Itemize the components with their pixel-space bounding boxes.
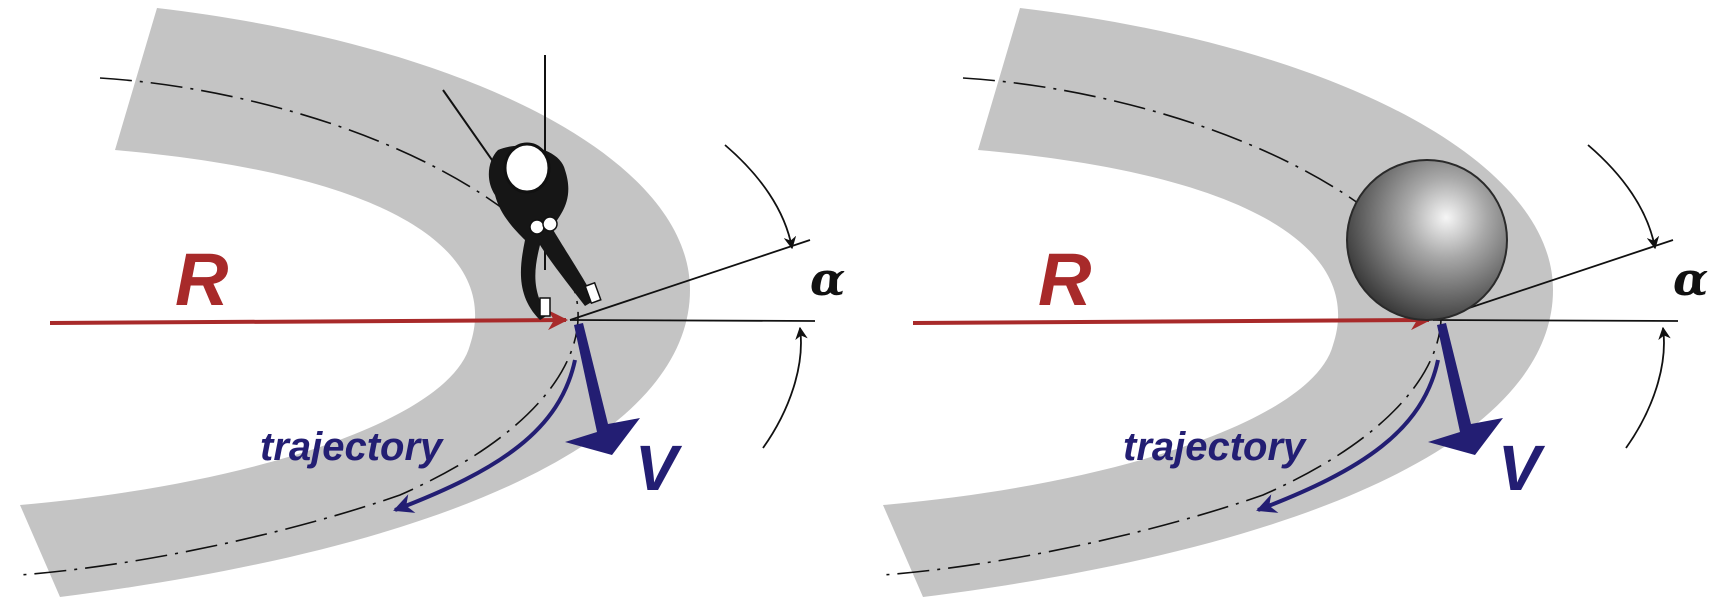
velocity-label: V	[635, 432, 683, 504]
reference-line	[1432, 319, 1679, 322]
radius-arrow	[912, 310, 1431, 331]
angle-arc-lower	[762, 326, 808, 449]
centerline	[882, 77, 1442, 576]
angle-arc-upper	[724, 144, 797, 250]
radius-label: R	[175, 238, 228, 321]
centerline	[19, 77, 579, 576]
track-band	[883, 8, 1553, 597]
reference-line	[569, 319, 816, 322]
trajectory-curve	[393, 359, 577, 513]
radius-arrow	[49, 310, 568, 331]
angle-arc-upper	[1587, 144, 1660, 250]
angle-label: α	[810, 252, 845, 306]
panel-skier: R α V trajectory	[19, 8, 845, 597]
inclined-line	[569, 239, 811, 321]
velocity-arrow	[1428, 323, 1503, 455]
trajectory-curve	[1256, 359, 1440, 513]
sphere-icon	[1346, 159, 1508, 321]
velocity-arrow	[565, 323, 640, 455]
trajectory-label: trajectory	[260, 425, 444, 469]
radius-label: R	[1038, 238, 1091, 321]
panel-sphere: R α V trajectory	[882, 8, 1708, 597]
velocity-label: V	[1498, 432, 1546, 504]
skier-icon	[442, 55, 602, 320]
trajectory-label: trajectory	[1123, 425, 1307, 469]
angle-label: α	[1673, 252, 1708, 306]
angle-arc-lower	[1625, 326, 1671, 449]
